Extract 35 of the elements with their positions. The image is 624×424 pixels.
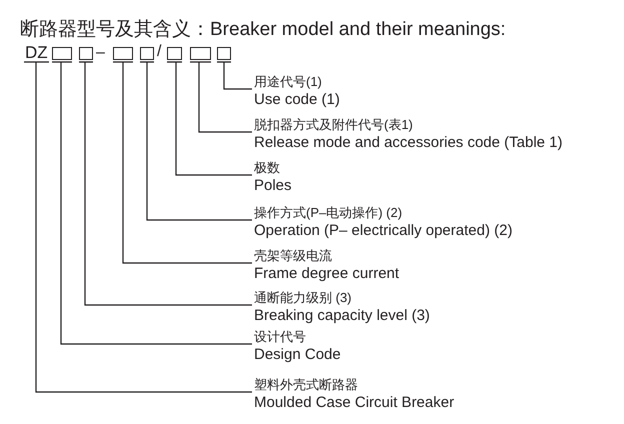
code-slot-box — [52, 47, 72, 60]
leader-line — [146, 62, 252, 221]
english-description: Breaking capacity level (3) — [254, 306, 430, 325]
leader-line — [175, 62, 252, 176]
code-slot-box — [190, 47, 211, 60]
english-description: Design Code — [254, 345, 341, 364]
code-slot-box — [217, 47, 231, 60]
english-description: Frame degree current — [254, 264, 400, 283]
chinese-description: 用途代号(1) — [254, 74, 323, 90]
leader-line — [35, 62, 252, 393]
leader-line — [198, 62, 252, 133]
chinese-description: 操作方式(P–电动操作) (2) — [254, 205, 404, 221]
leader-line — [84, 62, 252, 306]
code-slot-box — [167, 47, 182, 60]
english-description: Operation (P– electrically operated) (2) — [254, 221, 512, 240]
chinese-description: 脱扣器方式及附件代号(表1) — [254, 117, 414, 133]
model-prefix: DZ — [25, 44, 48, 62]
chinese-description: 通断能力级别 (3) — [254, 290, 352, 306]
leader-line — [60, 62, 252, 345]
chinese-description: 设计代号 — [254, 329, 307, 345]
code-slot-box — [79, 47, 93, 60]
heading: 断路器型号及其含义：Breaker model and their meanings: — [20, 18, 506, 42]
english-description: Poles — [254, 176, 292, 195]
english-description: Moulded Case Circuit Breaker — [254, 393, 454, 412]
leader-line — [223, 62, 252, 90]
separator-symbol: – — [96, 44, 105, 62]
separator-symbol: / — [157, 43, 162, 61]
leader-line — [122, 62, 252, 264]
chinese-description: 壳架等级电流 — [254, 248, 333, 264]
code-slot-box — [113, 47, 133, 60]
chinese-description: 极数 — [254, 160, 281, 176]
code-slot-box — [140, 47, 154, 60]
chinese-description: 塑料外壳式断路器 — [254, 377, 359, 393]
english-description: Release mode and accessories code (Table 1) — [254, 133, 563, 152]
english-description: Use code (1) — [254, 90, 340, 109]
